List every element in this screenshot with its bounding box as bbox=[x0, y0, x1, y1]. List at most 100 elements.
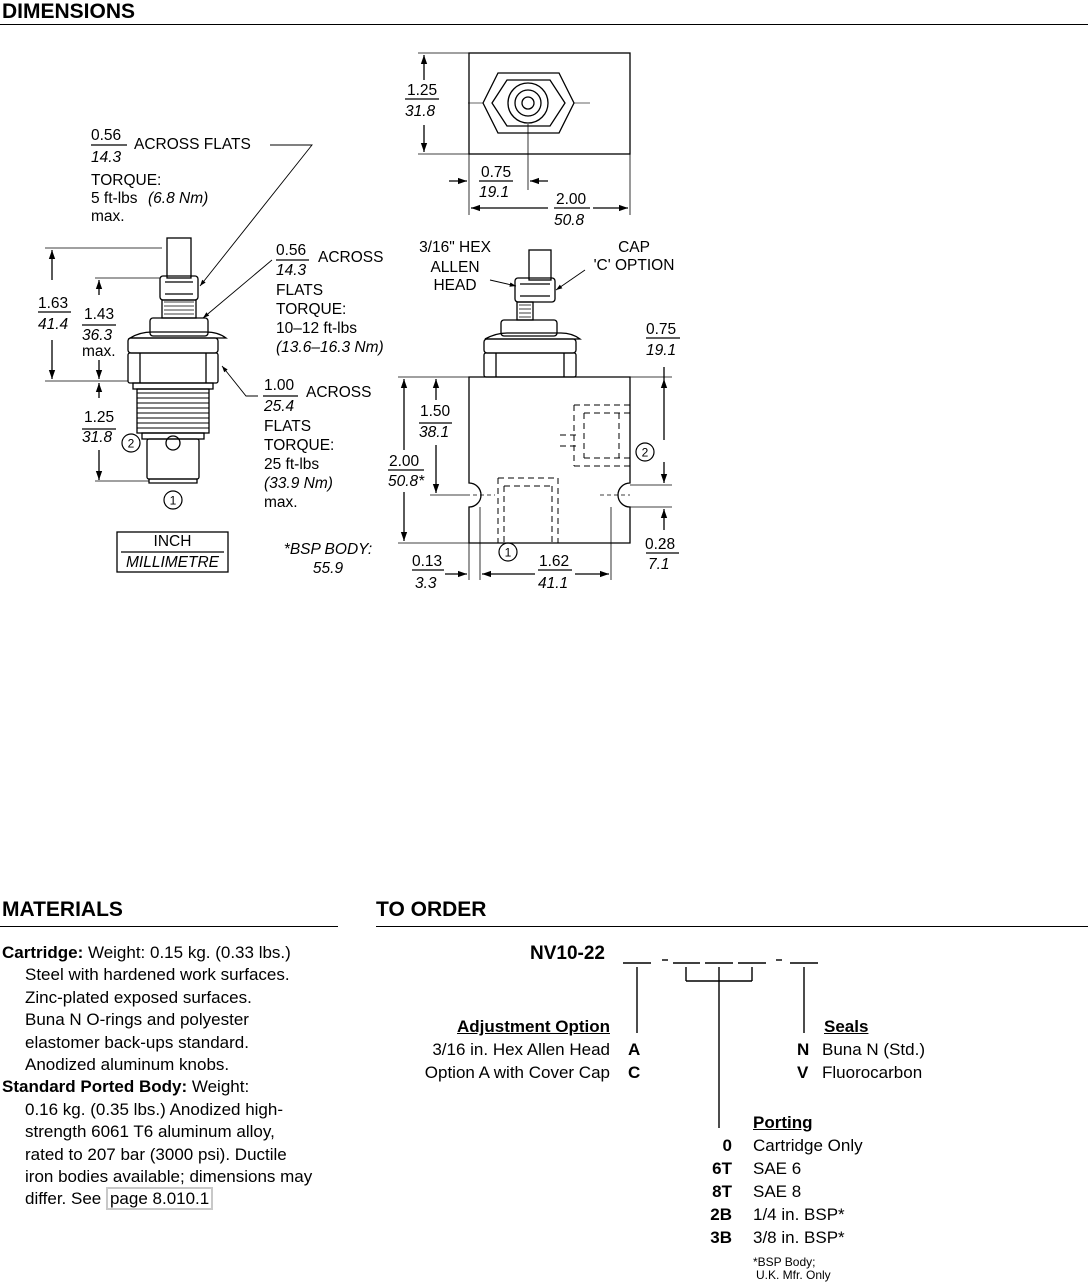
dim-163-mm: 41.4 bbox=[38, 316, 69, 333]
dimensions-heading: DIMENSIONS bbox=[2, 0, 136, 23]
porting-3b-code: 3B bbox=[710, 1228, 732, 1247]
cap-label-line2: 'C' OPTION bbox=[594, 257, 675, 274]
page-reference-link[interactable]: page 8.010.1 bbox=[105, 1187, 214, 1211]
hex-label-line1: 3/16" HEX bbox=[419, 239, 492, 256]
porting-title: Porting bbox=[753, 1113, 813, 1132]
cartridge-line-5: Anodized aluminum knobs. bbox=[25, 1055, 230, 1075]
flats-100-torque-metric: (33.9 Nm) bbox=[264, 475, 333, 492]
hex-label-line2: ALLEN bbox=[430, 259, 479, 276]
flats-056-top-max: max. bbox=[91, 208, 125, 225]
cartridge-port-2-marker bbox=[121, 433, 141, 453]
top-dim-075-mm: 19.1 bbox=[479, 184, 509, 201]
to-order-heading: TO ORDER bbox=[376, 898, 487, 921]
flats-056-mid-torque-label: TORQUE: bbox=[276, 301, 346, 318]
seals-title: Seals bbox=[824, 1017, 869, 1036]
porting-6t-code: 6T bbox=[712, 1159, 732, 1178]
flats-100-label2: FLATS bbox=[264, 418, 311, 435]
hex-label-line3: HEAD bbox=[433, 277, 476, 294]
adjustment-option-c-desc: Option A with Cover Cap bbox=[424, 1063, 610, 1082]
flats-100-inch: 1.00 bbox=[264, 377, 295, 394]
flats-056-top-label: ACROSS FLATS bbox=[134, 136, 251, 153]
porting-2b-code: 2B bbox=[710, 1205, 732, 1224]
unit-legend-box bbox=[116, 531, 229, 573]
dim-143-inch: 1.43 bbox=[84, 306, 114, 323]
top-dim-200-mm: 50.8 bbox=[554, 212, 585, 229]
dimension-drawing: 0.56 14.3 ACROSS FLATS TORQUE: 5 ft-lbs … bbox=[38, 52, 680, 592]
dim-143-mm: 36.3 bbox=[82, 327, 113, 344]
cartridge-port-1-marker bbox=[163, 490, 183, 510]
flats-056-mid-inch: 0.56 bbox=[276, 242, 306, 259]
cartridge-weight: Weight: 0.15 kg. (0.33 lbs.) bbox=[83, 943, 291, 962]
adjustment-option-a-desc: 3/16 in. Hex Allen Head bbox=[432, 1040, 610, 1059]
body-dim-028-mm: 7.1 bbox=[648, 556, 670, 573]
cartridge-line-2: Zinc-plated exposed surfaces. bbox=[25, 987, 252, 1007]
cartridge-label: Cartridge: bbox=[2, 943, 84, 962]
cartridge-port-1-label: 1 bbox=[170, 494, 177, 508]
to-order-rule bbox=[376, 926, 1088, 927]
cartridge-line-3: Buna N O-rings and polyester bbox=[25, 1010, 249, 1030]
model-code: NV10-22 bbox=[530, 943, 605, 964]
flats-056-top-torque-metric: (6.8 Nm) bbox=[148, 190, 208, 207]
top-dim-200-inch: 2.00 bbox=[556, 191, 587, 208]
porting-note-line1: *BSP Body; bbox=[753, 1255, 816, 1269]
legend-mm: MILLIMETRE bbox=[126, 554, 220, 571]
dim-125-cart-inch: 1.25 bbox=[84, 409, 114, 426]
body-dim-162-inch: 1.62 bbox=[539, 553, 569, 570]
top-view-body bbox=[468, 52, 631, 155]
body-weight-label: Weight: bbox=[187, 1077, 250, 1097]
top-dim-125-mm: 31.8 bbox=[405, 103, 436, 120]
flats-056-mid-label2: FLATS bbox=[276, 282, 323, 299]
body-line-1: 0.16 kg. (0.35 lbs.) Anodized high- bbox=[25, 1099, 283, 1119]
body-port-2-marker bbox=[635, 442, 655, 462]
bsp-note-line1: *BSP BODY: bbox=[284, 541, 372, 558]
flats-100-torque-value: 25 ft-lbs bbox=[264, 456, 319, 473]
materials-cartridge-title: Cartridge: Weight: 0.15 kg. (0.33 lbs.) bbox=[2, 942, 347, 964]
body-dim-150-inch: 1.50 bbox=[420, 403, 451, 420]
adjustment-option-title: Adjustment Option bbox=[457, 1017, 610, 1036]
porting-3b-desc: 3/8 in. BSP* bbox=[753, 1228, 845, 1247]
body-port-2-label: 2 bbox=[642, 446, 649, 460]
materials-heading: MATERIALS bbox=[2, 898, 123, 921]
dim-163-inch: 1.63 bbox=[38, 295, 68, 312]
body-dim-200-mm: 50.8* bbox=[388, 473, 425, 490]
seals-v-code: V bbox=[797, 1063, 809, 1082]
cartridge-line-1: Steel with hardened work surfaces. bbox=[25, 965, 290, 985]
porting-8t-desc: SAE 8 bbox=[753, 1182, 802, 1201]
flats-056-mid-torque-value: 10–12 ft-lbs bbox=[276, 320, 357, 337]
flats-100-label: ACROSS bbox=[306, 384, 371, 401]
body-view-stem bbox=[528, 249, 552, 281]
cartridge-port-2-label: 2 bbox=[128, 437, 135, 451]
seals-n-code: N bbox=[797, 1040, 810, 1059]
dim-125-cart-mm: 31.8 bbox=[82, 429, 113, 446]
body-dim-075-mm: 19.1 bbox=[646, 342, 676, 359]
body-dim-028-inch: 0.28 bbox=[645, 536, 675, 553]
seals-v-desc: Fluorocarbon bbox=[822, 1063, 923, 1082]
materials-body-title: Standard Ported Body: Weight: bbox=[2, 1076, 347, 1098]
legend-inch: INCH bbox=[154, 533, 192, 550]
porting-0-code: 0 bbox=[722, 1136, 732, 1155]
body-label: Standard Ported Body: bbox=[2, 1077, 188, 1097]
adjustment-option-c-code: C bbox=[628, 1063, 641, 1082]
flats-056-top-torque-value: 5 ft-lbs bbox=[91, 190, 138, 207]
porting-0-desc: Cartridge Only bbox=[753, 1136, 863, 1155]
body-last-prefix: differ. See bbox=[25, 1189, 106, 1209]
body-line-3: rated to 207 bar (3000 psi). Ductile bbox=[25, 1144, 287, 1164]
flats-056-top-torque-label: TORQUE: bbox=[91, 172, 161, 189]
flats-056-top-mm: 14.3 bbox=[91, 149, 122, 166]
porting-8t-code: 8T bbox=[712, 1182, 732, 1201]
cartridge-locknut bbox=[149, 317, 209, 337]
porting-6t-desc: SAE 6 bbox=[753, 1159, 802, 1178]
body-dim-013-inch: 0.13 bbox=[412, 553, 442, 570]
seals-n-desc: Buna N (Std.) bbox=[822, 1040, 925, 1059]
adjustment-option-a-code: A bbox=[628, 1040, 641, 1059]
body-line-2: strength 6061 T6 aluminum alloy, bbox=[25, 1122, 275, 1142]
cartridge-line-4: elastomer back-ups standard. bbox=[25, 1032, 249, 1052]
body-dim-200-inch: 2.00 bbox=[389, 453, 420, 470]
flats-100-max: max. bbox=[264, 494, 298, 511]
dimensions-rule bbox=[0, 24, 1088, 25]
porting-2b-desc: 1/4 in. BSP* bbox=[753, 1205, 845, 1224]
flats-056-mid-label: ACROSS bbox=[318, 249, 383, 266]
body-line-4: iron bodies available; dimensions may bbox=[25, 1167, 313, 1187]
body-port-1-marker bbox=[498, 542, 518, 562]
